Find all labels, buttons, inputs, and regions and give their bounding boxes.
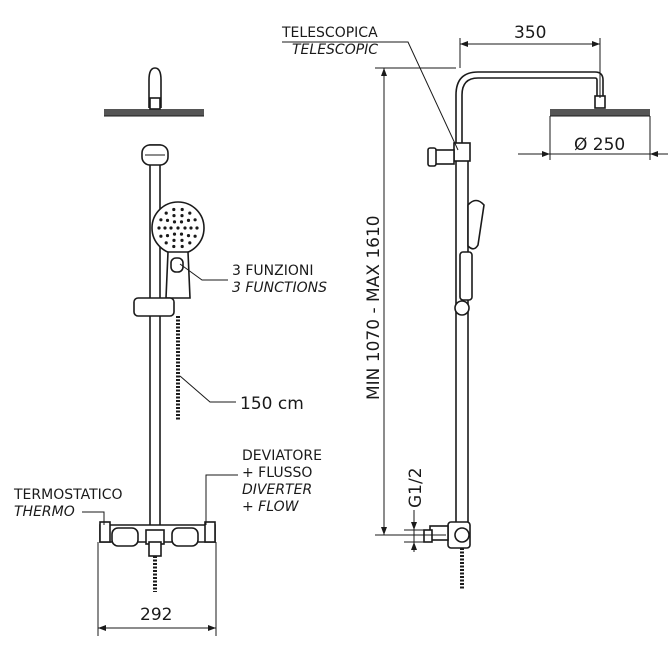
side-head-shower <box>550 109 650 116</box>
label-flow: + FLOW <box>242 499 300 515</box>
side-view: TELESCOPICA TELESCOPIC 350 Ø 250 MIN 107… <box>281 23 668 590</box>
nozzle-dot <box>157 226 161 230</box>
nozzle-dot <box>176 226 180 230</box>
label-telescopica: TELESCOPICA <box>281 25 378 41</box>
nozzle-dot <box>195 226 199 230</box>
nozzle-dot <box>188 211 192 215</box>
nozzle-dot <box>186 234 191 238</box>
nozzle-dot <box>180 207 184 212</box>
label-height-range: MIN 1070 - MAX 1610 <box>364 215 384 400</box>
label-termostatico: TERMOSTATICO <box>13 487 123 503</box>
label-width: 292 <box>140 605 172 625</box>
nozzle-dot <box>189 226 193 230</box>
nozzle-dot <box>193 234 197 238</box>
nozzle-dot <box>186 218 191 222</box>
nozzle-dot <box>179 232 184 236</box>
side-column <box>455 144 469 531</box>
nozzle-dot <box>164 241 168 245</box>
front-view: TERMOSTATICO THERMO DEVIATORE + FLUSSO D… <box>13 67 327 636</box>
nozzle-dot <box>172 244 176 249</box>
nozzle-dot <box>169 226 173 230</box>
nozzle-dot <box>164 211 168 215</box>
label-deviatore: DEVIATORE <box>242 448 322 464</box>
front-head-shower <box>104 109 204 116</box>
nozzle-dot <box>172 207 176 212</box>
label-arm-length: 350 <box>514 23 546 43</box>
leader-deviatore <box>205 474 238 525</box>
nozzle-dot <box>172 238 176 242</box>
side-hand-shower <box>467 199 485 250</box>
front-slider <box>133 297 175 317</box>
leader-funzioni <box>179 263 228 281</box>
nozzle-dot <box>180 244 184 249</box>
hand-shower-nozzles <box>157 207 199 249</box>
nozzle-dot <box>183 226 187 230</box>
nozzle-dot <box>159 218 163 222</box>
label-telescopic: TELESCOPIC <box>292 42 378 58</box>
label-thermo: THERMO <box>14 504 75 520</box>
nozzle-dot <box>180 214 184 218</box>
nozzle-dot <box>163 226 167 230</box>
label-flusso: + FLUSSO <box>242 465 312 481</box>
leader-hose <box>179 375 236 403</box>
label-functions: 3 FUNCTIONS <box>232 280 327 296</box>
nozzle-dot <box>193 218 197 222</box>
label-thread: G1/2 <box>406 467 426 508</box>
nozzle-dot <box>165 234 170 238</box>
nozzle-dot <box>172 214 176 218</box>
nozzle-dot <box>159 234 163 238</box>
front-column <box>149 144 161 531</box>
nozzle-dot <box>172 232 177 236</box>
nozzle-dot <box>165 218 170 222</box>
nozzle-dot <box>180 238 184 242</box>
leader-telescopica <box>282 41 459 151</box>
leader-termostatico <box>82 511 105 525</box>
nozzle-dot <box>172 220 177 224</box>
label-funzioni: 3 FUNZIONI <box>232 263 313 279</box>
label-head-diameter: Ø 250 <box>574 135 625 155</box>
nozzle-dot <box>179 220 184 224</box>
label-hose-length: 150 cm <box>240 394 304 414</box>
label-diverter: DIVERTER <box>242 482 312 498</box>
nozzle-dot <box>188 241 192 245</box>
